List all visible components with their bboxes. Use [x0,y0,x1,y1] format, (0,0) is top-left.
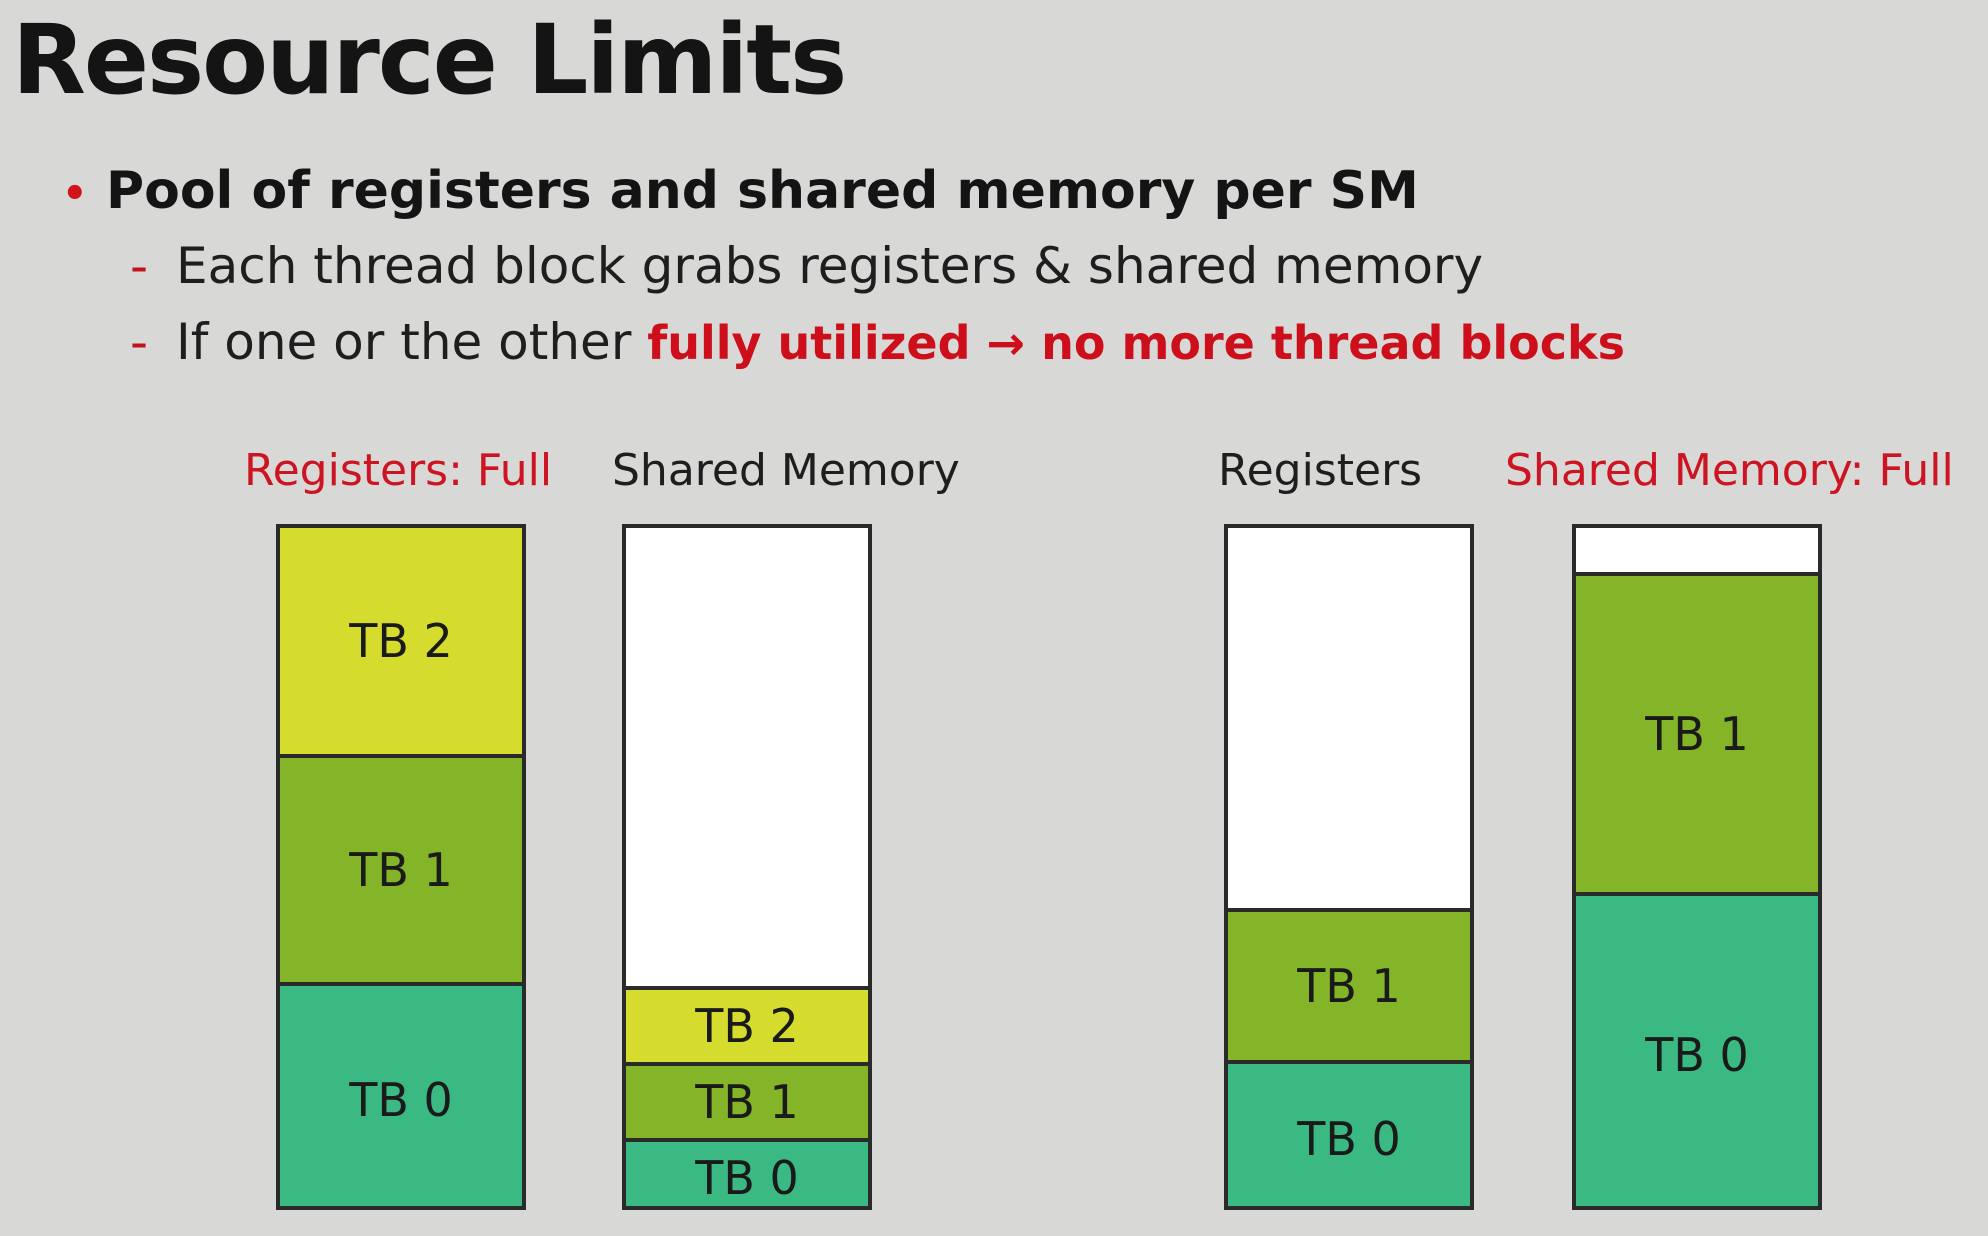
registers-full-stack: TB 2 TB 1 TB 0 [276,524,526,1210]
registers-stack: TB 1 TB 0 [1224,524,1474,1210]
thread-block-0: TB 0 [1576,892,1818,1206]
subpoint-fully-utilized: -If one or the other fully utilized → no… [130,312,1625,372]
diagram-label-registers-full: Registers: Full [244,445,553,496]
subpoint-text-plain: If one or the other [176,313,648,371]
diagram-label-shared-memory-full: Shared Memory: Full [1505,445,1954,496]
slide-title: Resource Limits [12,4,847,116]
thread-block-1: TB 1 [1576,572,1818,892]
main-bullet: • Pool of registers and shared memory per… [62,160,1419,222]
thread-block-2: TB 2 [280,528,522,754]
thread-block-0: TB 0 [1228,1060,1470,1206]
subpoint-text: Each thread block grabs registers & shar… [176,237,1484,295]
thread-block-1: TB 1 [1228,908,1470,1060]
thread-block-1: TB 1 [626,1062,868,1138]
diagram-label-shared-memory: Shared Memory [612,445,960,496]
thread-block-0: TB 0 [626,1138,868,1206]
diagram-label-registers: Registers [1218,445,1423,496]
thread-block-0: TB 0 [280,982,522,1206]
subpoint-thread-block-grabs: -Each thread block grabs registers & sha… [130,236,1483,296]
shared-memory-stack: TB 2 TB 1 TB 0 [622,524,872,1210]
subpoint-marker: - [130,237,149,295]
bullet-marker: • [62,171,88,217]
subpoint-marker: - [130,313,149,371]
bullet-text: Pool of registers and shared memory per … [106,161,1419,221]
shared-memory-full-stack: TB 1 TB 0 [1572,524,1822,1210]
thread-block-1: TB 1 [280,754,522,982]
thread-block-2: TB 2 [626,986,868,1062]
subpoint-text-emphasis: fully utilized → no more thread blocks [647,316,1626,370]
